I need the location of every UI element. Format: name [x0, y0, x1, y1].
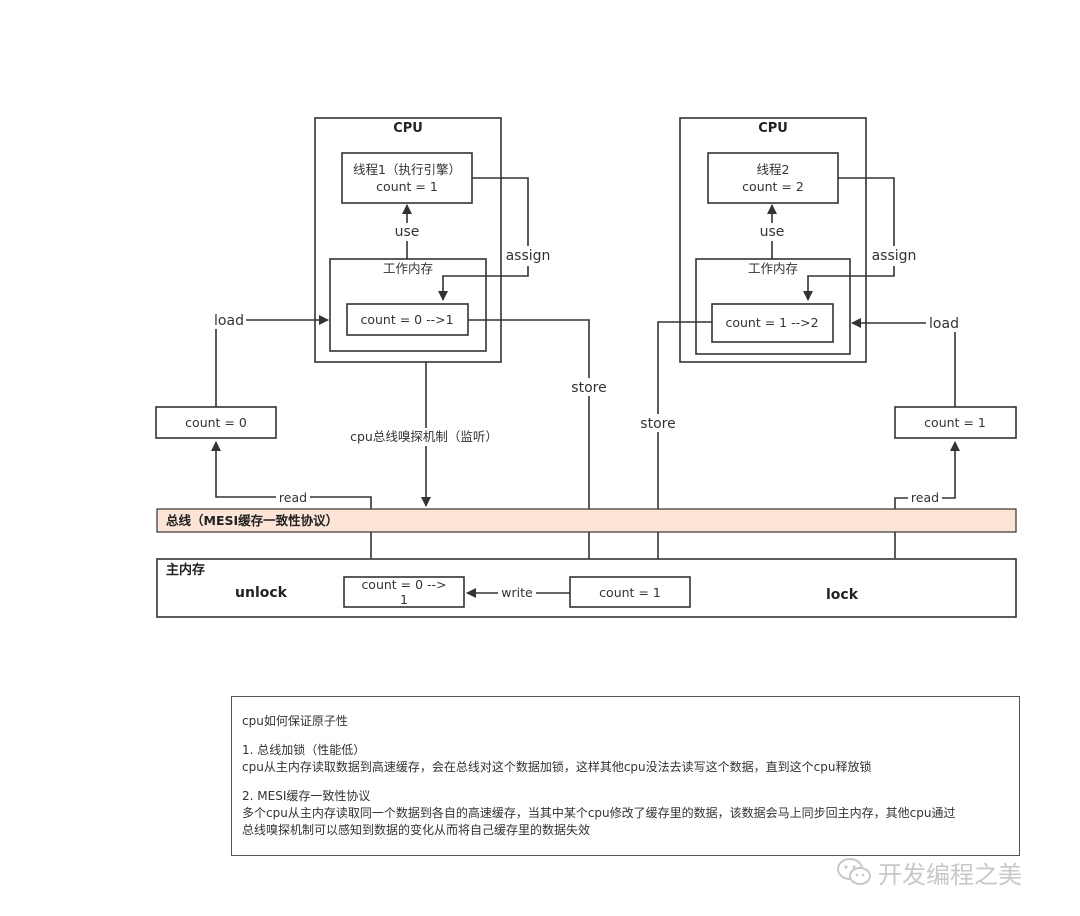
cpu-left: CPU 线程1（执行引擎） count = 1 工作内存 count = 0 -…	[314, 117, 502, 363]
snoop-label: cpu总线嗅探机制（监听）	[350, 429, 498, 444]
read-right-label: read	[911, 490, 939, 505]
read-left-bg	[276, 490, 310, 505]
write-bg	[498, 585, 536, 601]
cpu-left-title: CPU	[393, 121, 423, 136]
cpu-right: CPU 线程2 count = 2 工作内存 count = 1 -->2	[679, 117, 867, 363]
read-right-box	[894, 406, 1017, 439]
old-value-box	[343, 576, 465, 608]
cache-right-value: count = 1 -->2	[725, 315, 818, 330]
bus-bar	[156, 508, 1017, 533]
notes-item2-body-line2: 总线嗅探机制可以感知到数据的变化从而将自己缓存里的数据失效	[242, 823, 591, 837]
working-memory-right-label: 工作内存	[748, 261, 798, 276]
thread1-label: 线程1（执行引擎）	[353, 162, 461, 177]
current-value-box	[569, 576, 691, 608]
read-left-value: count = 0	[185, 415, 247, 430]
assign-right-label: assign	[872, 248, 917, 264]
assign-left-arrow	[438, 266, 529, 301]
watermark-text: 开发编程之美	[878, 860, 1022, 889]
store-left-bg	[566, 378, 612, 396]
load-left-label: load	[214, 313, 244, 329]
watermark: 开发编程之美	[836, 852, 1066, 892]
cpu-right-title: CPU	[758, 121, 788, 136]
cache-right-box	[711, 303, 834, 343]
store-left-arrow	[468, 319, 594, 576]
thread2-count: count = 2	[742, 179, 804, 194]
read-left-label: read	[279, 490, 307, 505]
load-left-arrow	[215, 315, 329, 407]
lock-label: lock	[826, 587, 859, 603]
thread1-count: count = 1	[376, 179, 438, 194]
snoop-bg	[348, 428, 500, 446]
load-right-label: load	[929, 316, 959, 332]
store-right-arrow	[653, 321, 712, 576]
thread2-label: 线程2	[757, 162, 790, 177]
main-memory-title: 主内存	[166, 562, 205, 578]
assign-right-arrow	[803, 266, 895, 301]
working-memory-left-label: 工作内存	[383, 261, 433, 276]
notes-title: cpu如何保证原子性	[242, 714, 348, 728]
store-right-label: store	[640, 416, 675, 432]
thread1-box	[341, 152, 473, 204]
load-left-bg	[210, 311, 246, 329]
assign-right-line-a	[838, 177, 895, 246]
wechat-icon	[837, 858, 871, 885]
read-right-value: count = 1	[924, 415, 986, 430]
current-value: count = 1	[599, 585, 661, 600]
notes-item2-title: 2. MESI缓存一致性协议	[242, 789, 371, 803]
notes-item1-title: 1. 总线加锁（性能低）	[242, 743, 366, 757]
old-value-line1: count = 0 -->	[361, 577, 446, 592]
store-right-bg	[634, 414, 682, 432]
thread2-box	[707, 152, 839, 204]
write-label: write	[501, 585, 533, 600]
notes-box: cpu如何保证原子性 1. 总线加锁（性能低） cpu从主内存读取数据到高速缓存…	[231, 696, 1020, 856]
assign-left-label: assign	[506, 248, 551, 264]
notes-item2-body-line1: 多个cpu从主内存读取同一个数据到各自的高速缓存，当其中某个cpu修改了缓存里的…	[242, 806, 956, 820]
read-right-bg	[908, 490, 942, 506]
cache-left-value: count = 0 -->1	[360, 312, 453, 327]
store-left-label: store	[571, 380, 606, 396]
unlock-label: unlock	[235, 585, 288, 601]
load-right-arrow	[851, 318, 956, 407]
use-left-label: use	[395, 224, 420, 240]
load-right-bg	[926, 314, 962, 332]
use-right-label: use	[760, 224, 785, 240]
bus-label: 总线（MESI缓存一致性协议）	[166, 513, 338, 528]
read-left-box	[155, 406, 277, 439]
old-value-line2: 1	[400, 592, 408, 607]
assign-left-line-a	[472, 177, 529, 246]
notes-item1-body: cpu从主内存读取数据到高速缓存，会在总线对这个数据加锁，这样其他cpu没法去读…	[242, 760, 872, 774]
